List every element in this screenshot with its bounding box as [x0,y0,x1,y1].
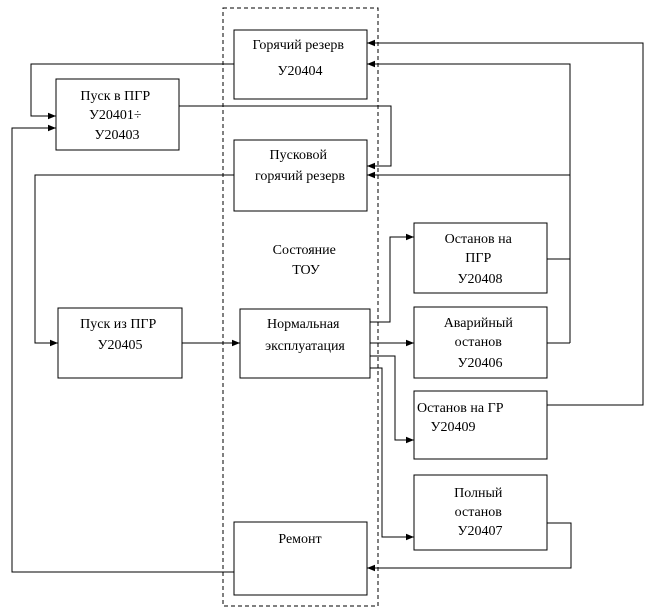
block-emergency-stop: Аварийный останов У20406 [413,306,548,379]
block-full-stop: Полный останов У20407 [413,474,548,551]
block-stop-on-pgr: Останов на ПГР У20408 [413,222,548,294]
block-stop-on-gr-label: Останов на ГР У20409 [417,401,507,435]
state-region-frame [222,7,379,607]
arrow-full-stop-to-repair [367,522,572,572]
arrow-normal-to-stop-gr [370,355,414,444]
arrow-normal-to-stop-pgr [370,233,414,323]
state-region-label: Состояние ТОУ [273,243,340,278]
block-start-from-pgr-label: Пуск из ПГР У20405 [80,317,160,353]
block-hot-reserve-label: Горячий резерв У20404 [252,38,347,79]
block-normal-operation: Нормальная эксплуатация [239,308,371,379]
arrow-repair-to-start-pgr [11,124,234,573]
arrow-start-hot-reserve-to-start-from-pgr [34,174,234,347]
block-start-to-pgr-label: Пуск в ПГР У20401÷ У20403 [80,89,153,143]
block-start-hot-reserve: Пусковой горячий резерв [233,139,368,212]
arrow-start-pgr-to-start-hot-reserve [179,105,392,170]
block-emergency-stop-label: Аварийный останов У20406 [444,316,517,371]
block-full-stop-label: Полный останов У20407 [454,486,506,539]
block-start-to-pgr: Пуск в ПГР У20401÷ У20403 [55,78,180,151]
connectors [11,39,644,573]
block-stop-on-pgr-label: Останов на ПГР У20408 [445,232,516,287]
block-start-hot-reserve-label: Пусковой горячий резерв [255,148,345,184]
block-start-from-pgr: Пуск из ПГР У20405 [57,307,183,379]
block-repair-label: Ремонт [278,532,321,547]
block-repair: Ремонт [233,521,368,596]
block-hot-reserve: Горячий резерв У20404 [233,29,368,100]
block-stop-on-gr: Останов на ГР У20409 [413,390,548,460]
arrow-hot-reserve-to-start-pgr [30,63,234,120]
block-normal-operation-label: Нормальная эксплуатация [265,317,345,354]
arrow-stop-gr-to-hot-reserve [367,39,644,406]
arrow-normal-to-full-stop [370,367,414,541]
arrow-bus-to-hot-reserve [367,60,571,343]
